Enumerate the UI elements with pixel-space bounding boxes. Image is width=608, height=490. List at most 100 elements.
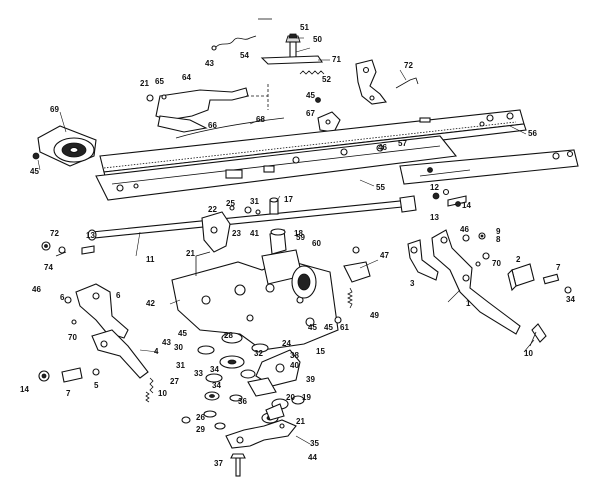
callout: 43	[162, 338, 171, 347]
callout: 46	[378, 143, 387, 152]
spring-10-left	[145, 391, 150, 403]
callout: 45	[178, 329, 187, 338]
callout: 57	[398, 139, 407, 148]
callout: 34	[566, 295, 575, 304]
callout: 69	[50, 105, 59, 114]
screws-12-13-14	[432, 188, 467, 207]
callout: 66	[208, 121, 217, 130]
callout-labels: 51 50 43 54 71 72 21 65 64 52 69 45 67 6…	[20, 23, 575, 468]
callout: 7	[66, 389, 71, 398]
callout: 42	[146, 299, 155, 308]
callout: 9	[496, 227, 501, 236]
callout: 45	[306, 91, 315, 100]
callout: 46	[32, 285, 41, 294]
lever-right-center	[247, 349, 305, 424]
callout: 45	[30, 167, 39, 176]
callout: 31	[176, 361, 185, 370]
callout: 51	[300, 23, 309, 32]
callout: 8	[496, 235, 501, 244]
lever-left-6	[64, 283, 154, 394]
callout: 2	[516, 255, 521, 264]
wire-72	[395, 77, 419, 89]
callout: 34	[212, 381, 221, 390]
callout: 28	[224, 331, 233, 340]
callout: 24	[282, 339, 291, 348]
callout: 22	[208, 205, 217, 214]
pulley-69	[32, 125, 97, 167]
callout: 20	[286, 393, 295, 402]
washer-61	[334, 316, 342, 324]
callout: 52	[322, 75, 331, 84]
shaft-11	[87, 195, 417, 241]
callout: 61	[340, 323, 349, 332]
callout: 3	[410, 279, 415, 288]
callout: 11	[146, 255, 155, 264]
bracket-71	[355, 59, 387, 105]
callout: 13	[430, 213, 439, 222]
callout: 25	[226, 199, 235, 208]
block-2	[507, 263, 572, 294]
screw-10-right	[529, 323, 547, 347]
bracket-67	[315, 97, 341, 133]
lower-rail-55	[399, 149, 579, 185]
callout: 49	[370, 311, 379, 320]
spring-52	[299, 70, 325, 75]
callout: 74	[44, 263, 53, 272]
callout: 21	[140, 79, 149, 88]
callout: 60	[312, 239, 321, 248]
callout: 32	[254, 349, 263, 358]
callout: 21	[296, 417, 305, 426]
callout: 46	[460, 225, 469, 234]
callout: 6	[60, 293, 65, 302]
callout: 13	[86, 231, 95, 240]
callout: 70	[68, 333, 77, 342]
callout: 65	[155, 77, 164, 86]
callout: 4	[154, 347, 159, 356]
spring-43	[211, 35, 257, 51]
post-17	[269, 197, 279, 215]
callout: 17	[284, 195, 293, 204]
callout: 15	[316, 347, 325, 356]
callout: 55	[376, 183, 385, 192]
callout: 59	[296, 233, 305, 242]
washers-left	[41, 241, 95, 257]
callout: 31	[250, 197, 259, 206]
callout: 23	[232, 229, 241, 238]
lever-right-1	[431, 229, 521, 335]
washers-bottom-left	[38, 367, 100, 383]
callout: 44	[308, 453, 317, 462]
callout: 56	[528, 129, 537, 138]
lever-right-3	[407, 239, 439, 281]
callout: 36	[238, 397, 247, 406]
callout: 41	[250, 229, 259, 238]
callout: 72	[404, 61, 413, 70]
lever-assembly-64	[146, 84, 269, 133]
leader-lines	[37, 37, 535, 445]
callout: 40	[290, 361, 299, 370]
callout: 38	[290, 351, 299, 360]
washers-right	[462, 232, 490, 267]
callout: 19	[302, 393, 311, 402]
callout: 43	[205, 59, 214, 68]
callout: 12	[430, 183, 439, 192]
callout: 37	[214, 459, 223, 468]
callout: 47	[380, 251, 389, 260]
callout: 29	[196, 425, 205, 434]
knob-assembly-51	[260, 33, 324, 65]
bracket-22	[201, 205, 261, 253]
callout: 14	[462, 201, 471, 210]
motor-disc	[261, 228, 371, 299]
spring-48	[347, 287, 353, 309]
callout: 67	[306, 109, 315, 118]
callout: 54	[240, 51, 249, 60]
callout: 72	[50, 229, 59, 238]
callout: 7	[556, 263, 561, 272]
central-plate	[171, 251, 339, 351]
callout: 30	[174, 343, 183, 352]
callout: 10	[524, 349, 533, 358]
callout: 33	[194, 369, 203, 378]
rod-68	[175, 117, 285, 139]
callout: 35	[310, 439, 319, 448]
callout: 18	[294, 229, 303, 238]
